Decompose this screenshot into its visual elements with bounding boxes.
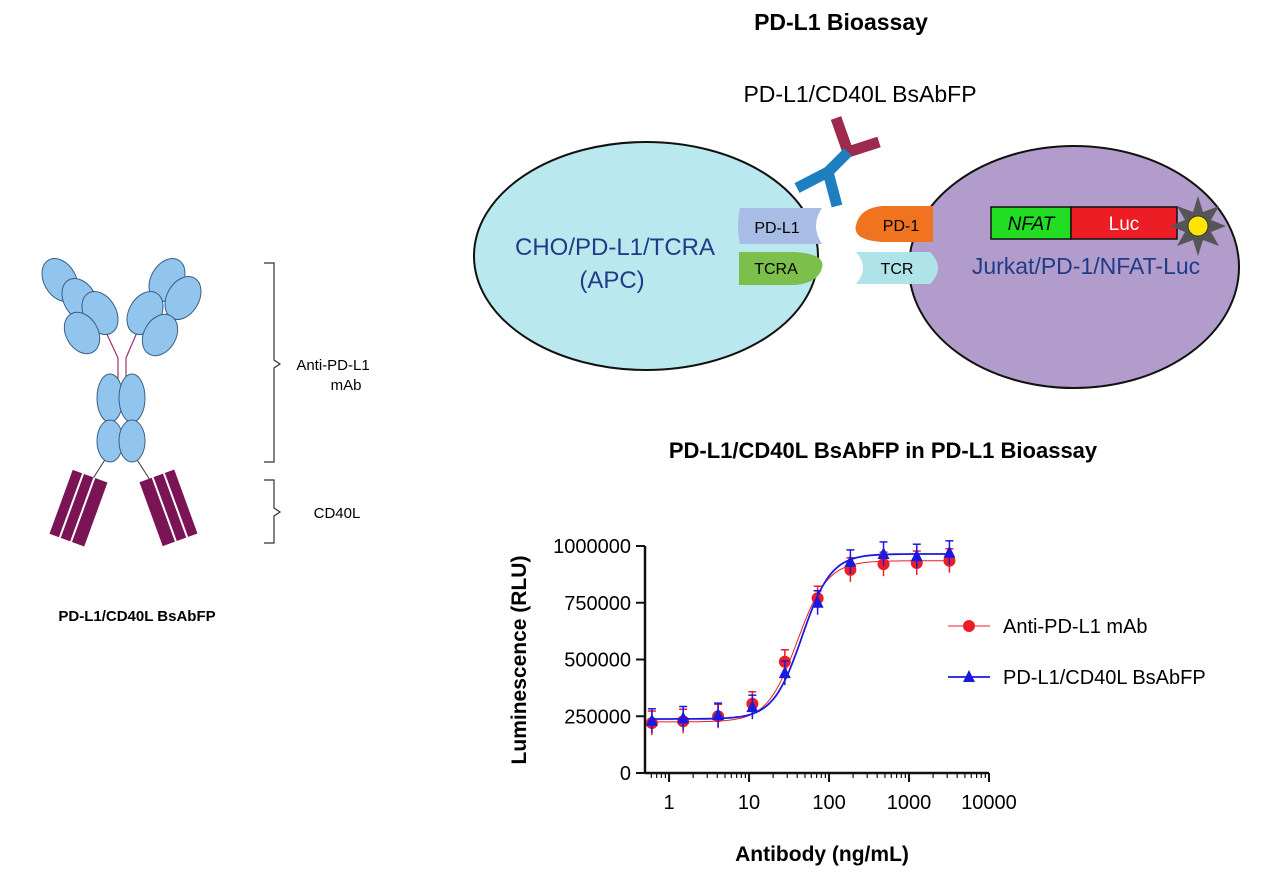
data-point-triangle (645, 713, 658, 726)
y-tick-label: 500000 (564, 650, 631, 672)
pdl1-receptor-label: PD-L1 (754, 220, 799, 237)
legend-label: PD-L1/CD40L BsAbFP (1003, 667, 1206, 689)
plot-series (645, 540, 956, 736)
x-tick-label: 10 (738, 792, 760, 814)
bsabfp-molecule-schematic (41, 258, 202, 547)
cd40l-trimer-left (49, 469, 108, 547)
x-tick-label: 1000 (887, 792, 932, 814)
pdl1-receptor (738, 208, 822, 244)
data-point-triangle (712, 708, 725, 721)
brace-label-cd40l: CD40L (314, 505, 361, 522)
fit-curve (651, 560, 950, 723)
molecule-caption: PD-L1/CD40L BsAbFP (58, 608, 215, 625)
bsabfp-label: PD-L1/CD40L BsAbFP (743, 81, 976, 107)
fab-domain (63, 311, 101, 355)
brace-cd40l (264, 479, 282, 544)
data-point-triangle (677, 711, 690, 724)
y-tick-label: 0 (620, 763, 631, 785)
pd1-receptor (855, 206, 933, 242)
y-tick-label: 1000000 (553, 536, 631, 558)
data-point-triangle (910, 549, 923, 562)
y-axis-ticks: 0 250000 500000 750000 1000000 (553, 536, 645, 785)
x-axis-ticks: 1 10 100 1000 10000 (650, 773, 1017, 814)
fc-domain (118, 419, 146, 463)
nfat-label: NFAT (1008, 214, 1056, 235)
y-tick-label: 750000 (564, 593, 631, 615)
bioassay-title: PD-L1 Bioassay (754, 9, 928, 35)
brace-anti-pdl1 (264, 262, 282, 463)
hinge-line (125, 329, 139, 359)
fc-domain (118, 373, 146, 423)
apc-cell-label-line2: (APC) (579, 267, 644, 294)
data-point-triangle (877, 546, 890, 559)
y-axis-title: Luminescence (RLU) (508, 556, 531, 765)
luc-box (1070, 206, 1178, 240)
tcra-receptor (739, 252, 823, 285)
fit-curve (651, 553, 950, 720)
tcr-receptor-label: TCR (881, 261, 914, 278)
fab-domain (141, 313, 179, 357)
cd40l-trimer-right (139, 469, 198, 547)
tcr-receptor (856, 252, 938, 284)
legend-label: Anti-PD-L1 mAb (1003, 616, 1148, 638)
x-axis-title: Antibody (ng/mL) (735, 843, 909, 866)
jurkat-cell-label: Jurkat/PD-1/NFAT-Luc (972, 253, 1200, 279)
x-tick-label: 100 (812, 792, 845, 814)
data-point-triangle (778, 666, 791, 679)
apc-cell-label-line1: CHO/PD-L1/TCRA (515, 234, 715, 261)
x-tick-label: 10000 (961, 792, 1017, 814)
bsabfp-antibody-icon (794, 116, 881, 208)
data-point-triangle (746, 700, 759, 713)
apc-cell (473, 141, 819, 371)
y-tick-label: 250000 (564, 706, 631, 728)
data-point-triangle (811, 595, 824, 608)
legend-marker-triangle (963, 670, 975, 682)
chart-title: PD-L1/CD40L BsAbFP in PD-L1 Bioassay (669, 438, 1098, 463)
pd1-receptor-label: PD-1 (883, 218, 920, 235)
x-tick-label: 1 (664, 792, 675, 814)
brace-label-anti-pdl1-line2: mAb (331, 377, 362, 394)
tcra-receptor-label: TCRA (754, 261, 798, 278)
legend-marker-circle (963, 620, 975, 632)
data-point-triangle (943, 545, 956, 558)
data-point-triangle (844, 554, 857, 567)
brace-label-anti-pdl1-line1: Anti-PD-L1 (296, 357, 369, 374)
dose-response-chart: 1 10 100 1000 10000 0 250000 500000 750000 10000… (508, 536, 1206, 866)
luminescence-burst-icon (1170, 196, 1226, 256)
luc-label: Luc (1109, 214, 1140, 235)
